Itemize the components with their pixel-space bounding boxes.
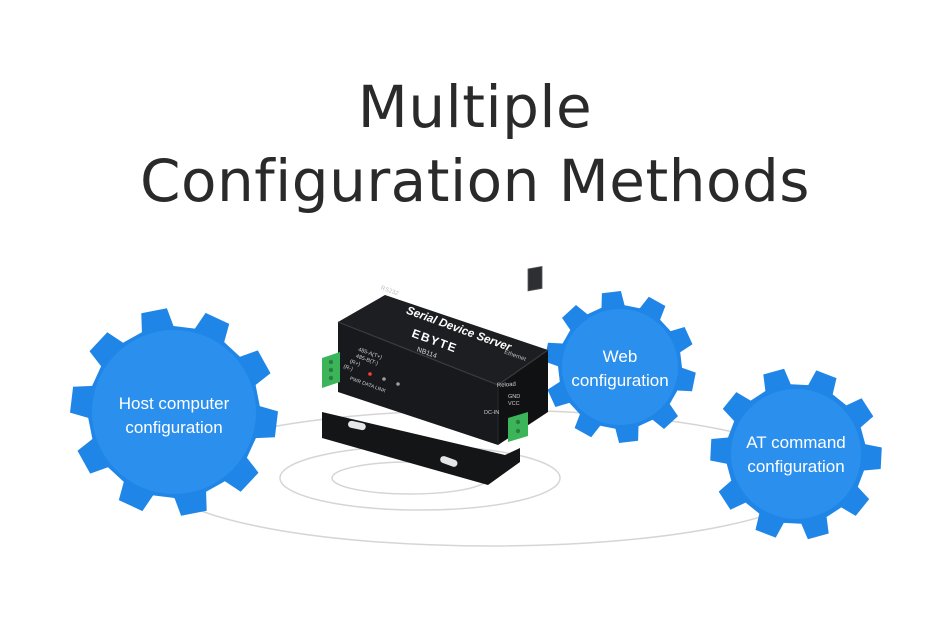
device-label-reload: Reload — [497, 382, 516, 389]
headline: Multiple Configuration Methods — [0, 70, 950, 218]
gear-web-label: Web configuration — [550, 345, 690, 393]
terminal-block-right — [508, 412, 528, 442]
gear-host-computer — [70, 308, 278, 516]
terminal-right-screw-2 — [515, 428, 521, 434]
led-pwr — [368, 372, 372, 376]
device-label-gnd: GND — [508, 394, 520, 400]
led-data — [382, 377, 386, 381]
device-label-dcin: DC-IN — [484, 410, 499, 416]
device-label-r-minus: (R-) — [342, 364, 353, 373]
gear-host-label-line-2: configuration — [125, 418, 223, 437]
gear-web-label-line-2: configuration — [571, 371, 669, 390]
device-label-r-plus: (R+) — [349, 359, 361, 368]
device-left-face — [338, 322, 498, 445]
gear-at-label-line-1: AT command — [746, 433, 846, 452]
terminal-left-screw-1 — [328, 359, 334, 365]
device-flange — [322, 412, 520, 485]
gear-at-center — [731, 389, 861, 519]
terminal-left-screw-3 — [328, 375, 334, 381]
gear-web-label-line-1: Web — [602, 347, 638, 366]
gear-at-label: AT command configuration — [716, 431, 876, 479]
gear-host-label: Host computer configuration — [94, 392, 254, 440]
terminal-block-left — [322, 352, 340, 388]
gear-at-command — [710, 368, 882, 540]
headline-line-2: Configuration Methods — [139, 147, 811, 215]
ethernet-port — [527, 265, 543, 292]
device-mount-slot-right — [440, 456, 458, 467]
terminal-right-screw-1 — [515, 419, 521, 425]
terminal-left-screw-2 — [328, 367, 334, 373]
gear-web-center — [562, 309, 678, 425]
device-mount-slot-left — [348, 420, 366, 431]
serial-device-server: Serial Device Server EBYTE NB114 RS232 E… — [322, 265, 549, 485]
device-port-rs232: RS232 — [380, 285, 400, 297]
gear-web — [544, 291, 696, 443]
led-link — [396, 382, 400, 386]
gear-host-label-line-1: Host computer — [118, 394, 230, 413]
gear-host-center — [92, 330, 256, 494]
device-top — [338, 295, 548, 385]
device-label-vcc: VCC — [508, 401, 520, 407]
terminal-right-body — [508, 412, 528, 442]
gear-at-label-line-2: configuration — [747, 457, 845, 476]
headline-line-1: Multiple — [357, 73, 593, 141]
